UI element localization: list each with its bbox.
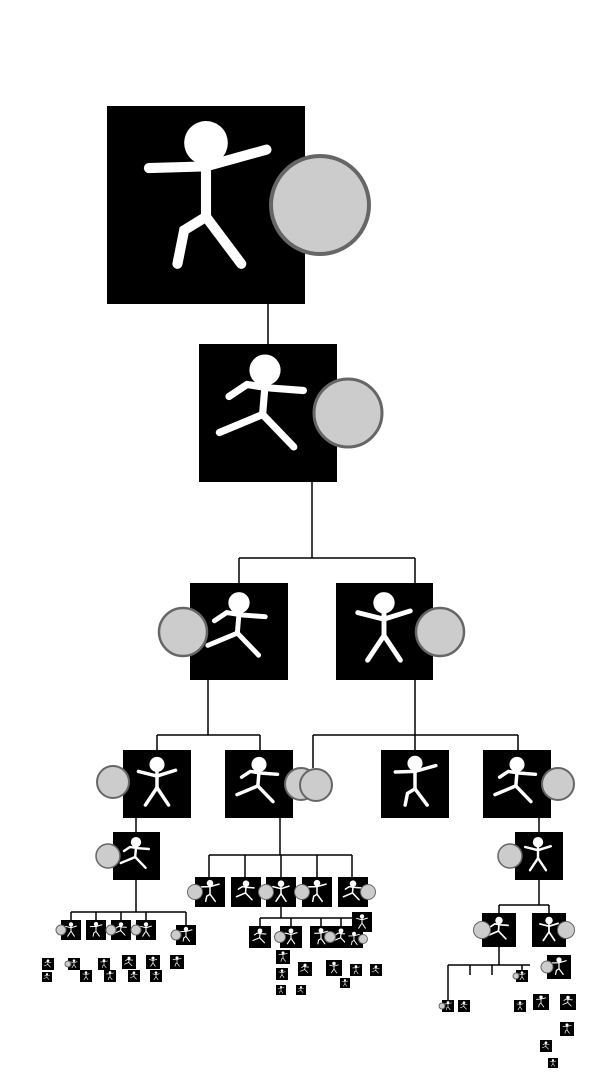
node-marker-circle bbox=[324, 931, 336, 943]
tree-node bbox=[532, 913, 575, 947]
tree-node bbox=[560, 994, 576, 1010]
tree-node bbox=[42, 972, 52, 982]
node-marker-circle bbox=[95, 843, 121, 869]
tree-node bbox=[187, 877, 225, 907]
tree-node bbox=[370, 964, 382, 976]
tree-node bbox=[225, 750, 318, 818]
tree-node bbox=[42, 958, 54, 970]
node-marker-circle bbox=[157, 606, 209, 658]
tree-node bbox=[438, 1000, 454, 1012]
tree-node bbox=[473, 913, 516, 947]
tree-node bbox=[274, 926, 302, 948]
tree-node bbox=[497, 832, 563, 880]
tree-node bbox=[55, 920, 81, 940]
tree-node bbox=[276, 985, 286, 995]
tree-node bbox=[340, 978, 350, 988]
tree-node bbox=[350, 964, 362, 976]
tree-node bbox=[276, 968, 288, 980]
node-marker-circle bbox=[274, 931, 286, 943]
tree-node bbox=[105, 920, 131, 940]
tree-node bbox=[548, 1058, 558, 1068]
node-marker-circle bbox=[64, 960, 72, 968]
tree-node bbox=[95, 832, 160, 880]
tree-node bbox=[258, 877, 296, 907]
tree-node bbox=[381, 750, 449, 818]
tree-node bbox=[130, 920, 156, 940]
tree-node bbox=[512, 970, 528, 982]
tree-node bbox=[336, 583, 466, 680]
tree-node bbox=[298, 962, 312, 976]
tree-node-root bbox=[107, 106, 371, 304]
tree-node bbox=[338, 877, 376, 907]
tree-node bbox=[96, 750, 191, 818]
deep-tree-nodes bbox=[42, 877, 576, 1068]
edge bbox=[498, 880, 550, 913]
tree-node bbox=[483, 750, 575, 818]
node-marker-circle bbox=[258, 884, 274, 900]
node-marker-circle bbox=[541, 767, 575, 801]
tree-node bbox=[80, 970, 92, 982]
edge bbox=[259, 906, 362, 926]
tree-node bbox=[296, 985, 306, 995]
node-marker-circle bbox=[96, 765, 130, 799]
tree-node bbox=[231, 877, 261, 907]
tree-node bbox=[249, 926, 271, 948]
tree-node bbox=[458, 1000, 470, 1012]
tree-node bbox=[157, 583, 288, 680]
node-marker-circle bbox=[473, 921, 491, 939]
tree-node bbox=[128, 970, 140, 982]
node-marker-circle bbox=[105, 924, 117, 936]
node-marker-circle bbox=[269, 154, 371, 256]
edge bbox=[135, 818, 540, 832]
tree-node bbox=[64, 958, 80, 970]
tree-node bbox=[86, 920, 106, 940]
node-marker-circle bbox=[497, 843, 523, 869]
node-marker-circle bbox=[55, 924, 67, 936]
edge bbox=[70, 880, 187, 925]
tree-node bbox=[98, 958, 110, 970]
node-marker-circle bbox=[557, 921, 575, 939]
node-marker-circle bbox=[299, 768, 333, 802]
node-marker-circle bbox=[170, 929, 182, 941]
node-marker-circle bbox=[360, 884, 376, 900]
tree-node bbox=[540, 955, 571, 979]
tree-edges bbox=[135, 304, 540, 877]
tree-node bbox=[533, 994, 549, 1010]
tree-node bbox=[310, 926, 332, 948]
edge bbox=[447, 947, 530, 1000]
tree-node bbox=[345, 930, 368, 948]
node-marker-circle bbox=[312, 377, 384, 449]
tree-node bbox=[150, 970, 162, 982]
tree-node bbox=[146, 955, 160, 969]
tree-node bbox=[170, 925, 196, 945]
node-marker-circle bbox=[358, 934, 368, 944]
tree-node bbox=[560, 1022, 574, 1036]
tree-node bbox=[170, 955, 184, 969]
tree-node bbox=[199, 344, 384, 482]
tree-node bbox=[104, 970, 116, 982]
node-marker-circle bbox=[294, 884, 310, 900]
tree-node bbox=[276, 950, 290, 964]
edge bbox=[312, 680, 519, 768]
tree-node bbox=[514, 1000, 526, 1012]
tree-node bbox=[326, 960, 342, 976]
edge bbox=[208, 818, 353, 877]
node-marker-circle bbox=[540, 960, 554, 974]
tree-node bbox=[540, 1040, 552, 1052]
tree-node bbox=[352, 912, 372, 932]
node-marker-circle bbox=[130, 924, 142, 936]
tree-node bbox=[299, 768, 333, 802]
node-marker-circle bbox=[438, 1002, 446, 1010]
tree-node bbox=[122, 955, 136, 969]
node-marker-circle bbox=[187, 884, 203, 900]
edge bbox=[238, 482, 416, 583]
node-marker-circle bbox=[512, 972, 520, 980]
edge bbox=[156, 680, 261, 750]
node-marker-circle bbox=[414, 606, 466, 658]
tree-node bbox=[294, 877, 332, 907]
